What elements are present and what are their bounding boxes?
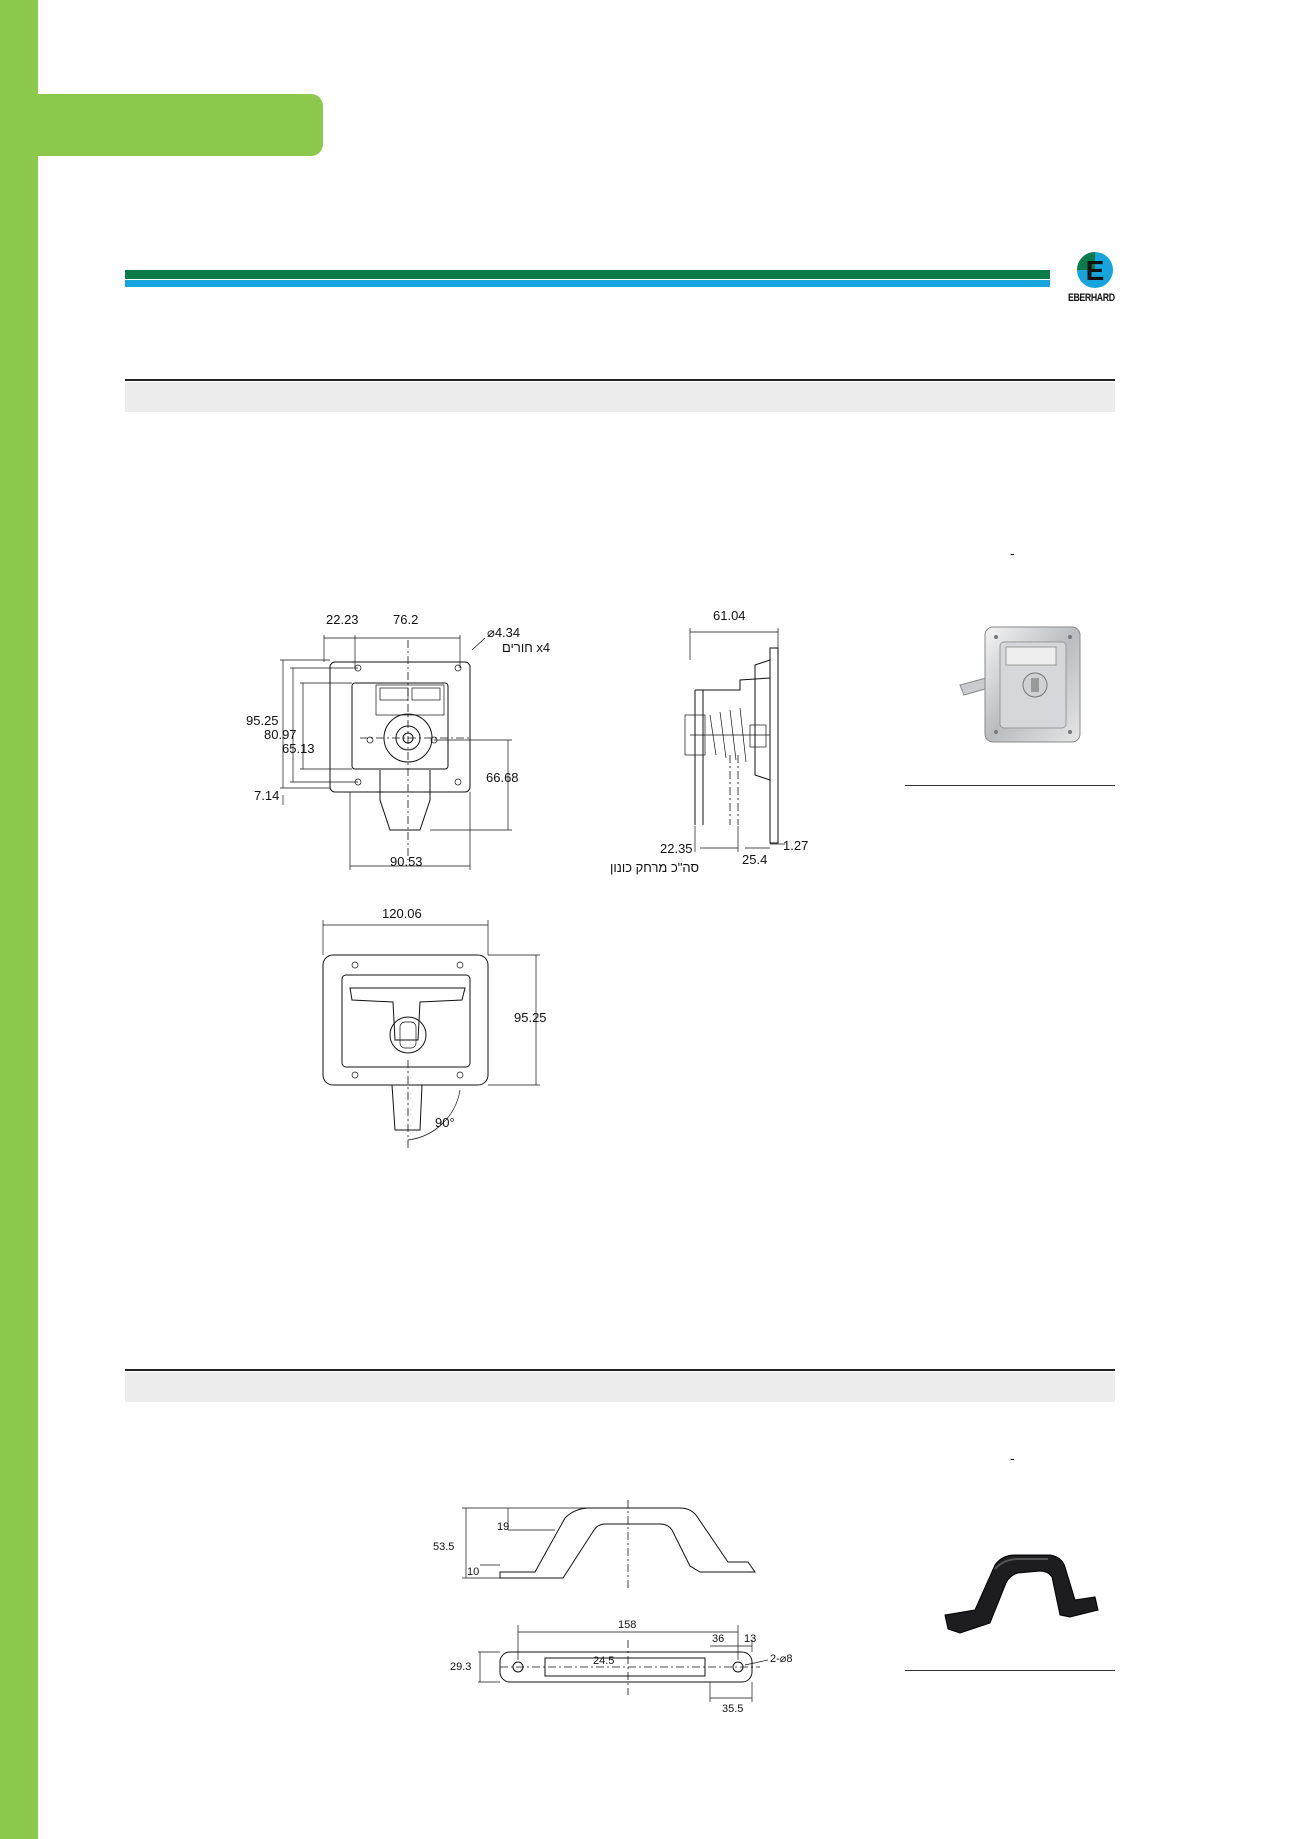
dim-120-06: 120.06 bbox=[382, 906, 422, 921]
dim-158: 158 bbox=[618, 1619, 636, 1631]
dim-90-53: 90.53 bbox=[390, 854, 423, 869]
dim-13: 13 bbox=[744, 1633, 756, 1645]
dim-66-68: 66.68 bbox=[486, 770, 519, 785]
dim-7-14: 7.14 bbox=[254, 788, 279, 803]
dim-25-4: 25.4 bbox=[742, 852, 767, 867]
holes-label: חורים x4 bbox=[502, 640, 550, 655]
eberhard-logo-icon: E bbox=[1077, 252, 1113, 288]
section1-photo-rule bbox=[905, 785, 1115, 786]
logo-letter: E bbox=[1086, 255, 1105, 286]
dim-22-35: 22.35 bbox=[660, 841, 693, 856]
section1-band bbox=[125, 382, 1115, 412]
paddle-latch-photo bbox=[959, 626, 1081, 743]
dim-24-5: 24.5 bbox=[593, 1655, 614, 1667]
section1-dash: - bbox=[1010, 545, 1015, 561]
dim-1-27: 1.27 bbox=[783, 838, 808, 853]
handle-photo bbox=[944, 1554, 1099, 1634]
angle-90: 90° bbox=[435, 1115, 455, 1130]
dim-53-5: 53.5 bbox=[433, 1541, 454, 1553]
dim-29-3: 29.3 bbox=[450, 1661, 471, 1673]
header-stripe-blue bbox=[125, 280, 1050, 287]
section2-dash: - bbox=[1010, 1450, 1015, 1466]
section2-band bbox=[125, 1372, 1115, 1402]
dim-95-25-rear: 95.25 bbox=[514, 1010, 547, 1025]
side-accent-bar bbox=[0, 0, 38, 1839]
section2-photo-rule bbox=[905, 1670, 1115, 1671]
section1-rule bbox=[125, 379, 1115, 381]
dim-35-5: 35.5 bbox=[722, 1703, 743, 1715]
header-tab bbox=[38, 94, 323, 156]
dim-10: 10 bbox=[467, 1566, 479, 1578]
dim-80-97: 80.97 bbox=[264, 727, 297, 742]
cam-label: סה"כ מרחק כונון bbox=[610, 860, 699, 875]
dim-36: 36 bbox=[712, 1633, 724, 1645]
dim-95-25-front: 95.25 bbox=[246, 713, 279, 728]
header-stripe-green bbox=[125, 270, 1050, 279]
dim-65-13: 65.13 bbox=[282, 741, 315, 756]
dim-2-8: 2-⌀8 bbox=[770, 1653, 793, 1665]
dim-61-04: 61.04 bbox=[713, 608, 746, 623]
section2-rule bbox=[125, 1369, 1115, 1371]
logo-brand-text: EBERHARD bbox=[1068, 292, 1115, 304]
dim-76-2: 76.2 bbox=[393, 612, 418, 627]
dim-22-23: 22.23 bbox=[326, 612, 359, 627]
dim-hole-dia: ⌀4.34 bbox=[487, 625, 520, 640]
dim-19: 19 bbox=[497, 1521, 509, 1533]
